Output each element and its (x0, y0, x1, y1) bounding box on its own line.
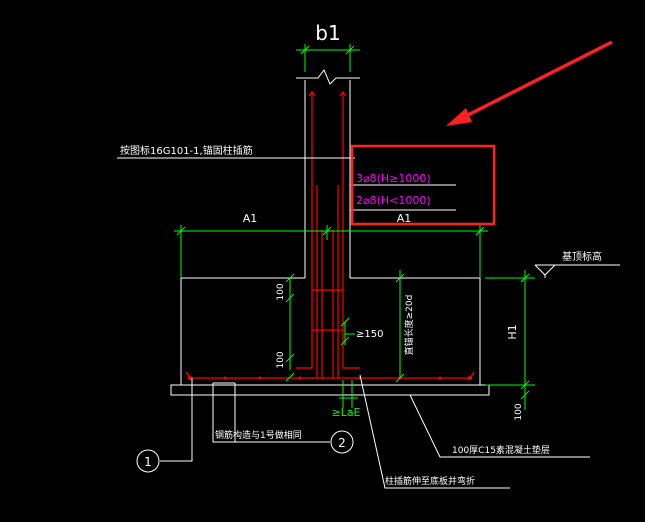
reference-note: 按图标16G101-1,锚固柱插筋 (120, 144, 253, 157)
column-note: 柱插筋伸至底板并弯折 (385, 475, 475, 487)
highlight-box (350, 144, 496, 226)
b1-label: b1 (315, 21, 340, 45)
leader-lines (117, 157, 590, 489)
lae-label: ≥LaE (331, 406, 360, 419)
dim-100-pad: 100 (514, 403, 524, 420)
rebar-note: 钢筋构造与1号做相同 (215, 429, 302, 441)
highlight-arrow (446, 40, 613, 126)
a1-left-label: A1 (243, 212, 258, 225)
dimension-lines (174, 44, 535, 410)
callout-2: 2 (330, 430, 354, 454)
straight-anchor-label: 直锚长度≥20d (403, 295, 415, 356)
pad-note: 100厚C15素混凝土垫层 (452, 444, 550, 456)
dim-100-top: 100 (276, 283, 286, 300)
concrete-pad (170, 384, 490, 396)
dim-100-bottom: 100 (276, 351, 286, 368)
callout-2-label: 2 (338, 436, 346, 450)
callout-1: 1 (136, 449, 160, 473)
level-symbol (534, 264, 620, 278)
h1-label: H1 (506, 324, 519, 339)
a1-right-label: A1 (397, 212, 412, 225)
column-outline (296, 69, 360, 278)
foundation-top-label: 基顶标高 (562, 250, 602, 263)
bar-upper-note: 3⌀8(H≥1000) (356, 172, 431, 185)
rebar (185, 91, 475, 379)
bar-lower-note: 2⌀8(H<1000) (356, 194, 431, 207)
callout-1-label: 1 (144, 455, 152, 469)
footing-outline (180, 277, 481, 386)
dim-150-label: ≥150 (356, 329, 383, 340)
